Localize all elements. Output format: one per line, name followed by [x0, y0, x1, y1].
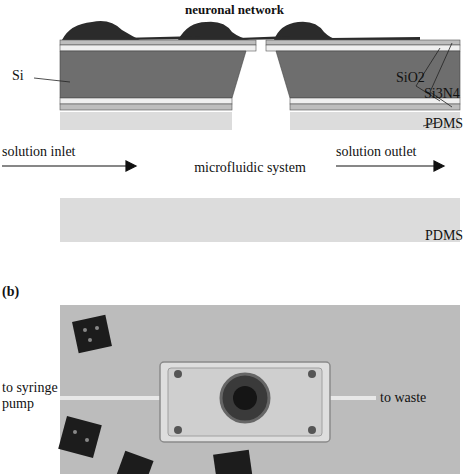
material-label: PDMS — [425, 228, 474, 244]
pdms-slab — [60, 198, 460, 242]
material-label: SiO2 — [396, 70, 456, 86]
si3n4-layer — [60, 104, 232, 110]
material-label: Si — [12, 68, 42, 84]
si3n4-layer — [290, 104, 460, 110]
tube-label: to waste — [380, 390, 470, 406]
cell-label: neuronal network — [185, 2, 345, 18]
channel-label: microfluidic system — [170, 160, 330, 176]
silicon-substrate — [60, 51, 246, 98]
pdms-layer — [60, 112, 232, 130]
panel-label: (b) — [2, 284, 42, 300]
inlet-label: solution inlet — [2, 144, 122, 160]
neuron-cells — [62, 21, 420, 40]
si3n4-layer — [266, 40, 460, 45]
sio2-layer — [266, 45, 460, 51]
si3n4-layer — [60, 40, 256, 45]
material-label: PDMS — [425, 116, 474, 132]
outlet-label: solution outlet — [336, 144, 466, 160]
material-label: Si3N4 — [424, 86, 474, 102]
tube-label: to syringe pump — [2, 380, 82, 412]
device-photo — [58, 305, 460, 474]
sio2-layer — [60, 45, 256, 51]
sio2-layer — [60, 98, 232, 104]
